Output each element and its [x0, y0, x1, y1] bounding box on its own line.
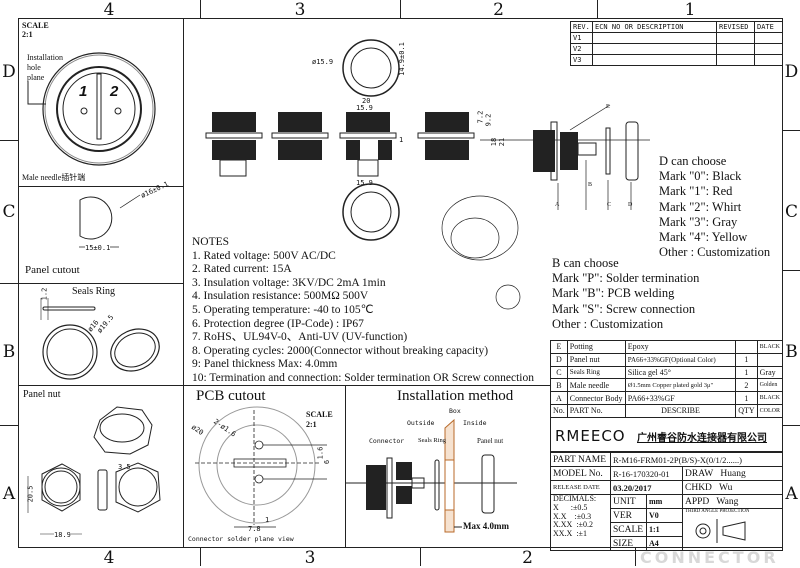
note-item: 1. Rated voltage: 500V AC/DC [192, 249, 336, 262]
seals-ring-title: Seals Ring [72, 286, 116, 297]
d-option: Mark "4": Yellow [659, 230, 748, 245]
pin-2-label: 2 [110, 83, 119, 100]
inside-label: Inside [463, 419, 487, 427]
pcb-dim-7-8: 7.8 [248, 525, 261, 533]
zone-row-c: C [2, 202, 16, 222]
connector-label: Connector [369, 437, 405, 445]
note-item: 2. Rated current: 15A [192, 263, 292, 276]
drawn-by: DRAW Huang [682, 466, 783, 481]
zone-col-2-bottom: 2 [522, 548, 533, 568]
part-label-d: D [628, 202, 633, 208]
d-option: Mark "2": Whirt [659, 199, 742, 214]
dim-15-9-bottom: 15.9 [356, 179, 373, 187]
b-option: Mark "B": PCB welding [552, 286, 675, 301]
installation-title: Installation method [397, 388, 514, 404]
installation-hole-label: Installation hole plane [27, 53, 63, 82]
logo-area: RMEECO 广州睿谷防水连接器有限公司 [550, 417, 783, 452]
pcb-scale-value: 2:1 [306, 420, 317, 429]
b-option: Mark "P": Solder termination [552, 271, 700, 286]
part-label-c: C [607, 202, 612, 208]
male-scale-label: SCALE [22, 21, 49, 30]
seals-ring-drawing [40, 298, 160, 380]
panel-cutout-title: Panel cutout [25, 264, 80, 276]
d-options-title: D can choose [659, 154, 727, 168]
b-options-title: B can choose [552, 256, 619, 270]
note-item: 7. RoHS、UL94V-0、Anti-UV (UV-function) [192, 331, 408, 344]
note-item: 9: Panel thickness Max: 4.0mm [192, 358, 338, 371]
company-logo: RMEECO [555, 427, 626, 445]
part-label-b: B [588, 182, 593, 188]
seals-ring-label: Seals Ring [418, 437, 446, 444]
zone-row-b-right: B [785, 342, 798, 362]
panel-nut-label: Panel nut [477, 437, 504, 445]
note-item: 4. Insulation resistance: 500MΩ 500V [192, 290, 369, 303]
zone-col-4-bottom: 4 [103, 548, 115, 568]
company-name: 广州睿谷防水连接器有限公司 [637, 433, 767, 444]
panel-nut-width: 18.9 [54, 531, 71, 539]
panel-cutout-width: 15±0.1 [85, 244, 111, 252]
connector-views-drawing [205, 39, 650, 310]
max-thickness-label: Max 4.0mm [463, 521, 509, 531]
d-option: Other : Customization [659, 245, 771, 260]
part-label-a: A [555, 202, 560, 208]
dim-20: 20 [362, 97, 371, 105]
zone-col-3: 3 [294, 0, 306, 20]
zone-row-a-right: A [785, 484, 798, 504]
dim-15-9-top: 15.9 [356, 104, 373, 112]
note-item: 3. Insulation voltage: 3KV/DC 2mA 1min [192, 276, 386, 289]
zone-row-a: A [2, 484, 16, 504]
panel-nut-title: Panel nut [23, 389, 61, 400]
note-item: 6. Protection degree (IP-Code) : IP67 [192, 317, 364, 330]
notes-title: NOTES [192, 236, 230, 248]
watermark: CONNECTOR [640, 548, 779, 567]
zone-row-d-right: D [784, 62, 799, 82]
zone-col-1: 1 [684, 0, 696, 20]
b-option: Other : Customization [552, 316, 664, 331]
b-option: Mark "S": Screw connection [552, 301, 696, 316]
dim-dia-15-9: ø15.9 [312, 58, 334, 66]
outside-label: Outside [407, 419, 435, 427]
zone-row-b: B [2, 342, 16, 362]
pcb-cutout-title: PCB cutout [196, 388, 266, 404]
pcb-caption: Connector solder plane view [188, 535, 294, 543]
box-label: Box [449, 407, 461, 415]
panel-nut-thickness: 3.5 [118, 463, 131, 471]
zone-row-c-right: C [784, 202, 798, 222]
note-item: 10: Termination and connection: Solder t… [192, 371, 534, 384]
b-options: B can choose Mark "P": Solder terminatio… [552, 256, 699, 332]
d-option: Mark "1": Red [659, 184, 733, 199]
male-needle-face-drawing [27, 52, 156, 166]
zone-col-4: 4 [103, 0, 115, 20]
zone-row-d: D [2, 62, 16, 82]
zone-col-3-bottom: 3 [304, 548, 316, 568]
pin-1-label: 1 [79, 83, 88, 100]
part-label-e: E [606, 104, 610, 110]
pcb-dim-1: 1 [265, 516, 270, 524]
note-item: 8. Operating cycles: 2000(Connector with… [192, 344, 489, 357]
d-option: Mark "3": Gray [659, 214, 738, 229]
dim-1: 1 [399, 136, 404, 144]
note-item: 5. Operating temperature: -40 to 105℃ [192, 303, 374, 316]
male-scale-value: 2:1 [22, 30, 33, 39]
zone-col-2: 2 [493, 0, 504, 20]
third-angle-projection-symbol [695, 519, 746, 543]
pcb-scale-label: SCALE [306, 410, 333, 419]
d-option: Mark "0": Black [659, 169, 742, 184]
male-needle-caption: Male needle插针端 [22, 173, 86, 182]
panel-nut-drawing [27, 406, 161, 535]
